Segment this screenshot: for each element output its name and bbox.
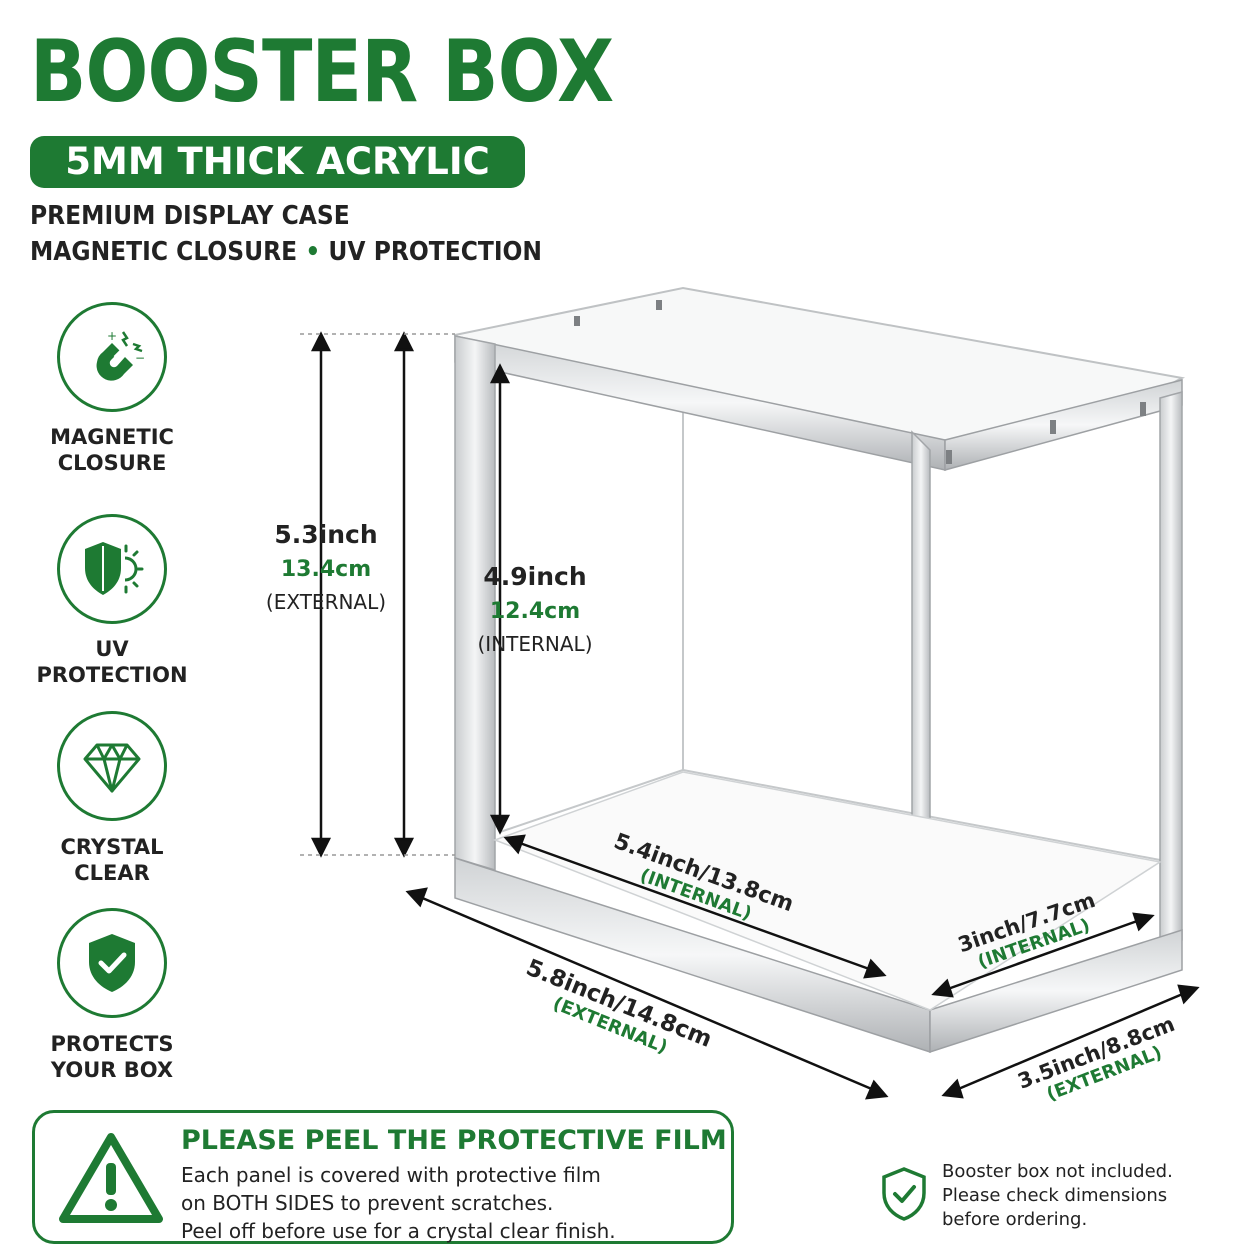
dim-height-int-cm: 12.4cm xyxy=(489,599,581,624)
feature-uv xyxy=(57,514,167,624)
svg-text:−: − xyxy=(135,351,145,365)
shield-check-icon xyxy=(882,1167,926,1221)
tagline-uv: UV PROTECTION xyxy=(328,237,543,267)
thickness-badge: 5MM THICK ACRYLIC xyxy=(30,136,525,188)
notice-body: Each panel is covered with protective fi… xyxy=(181,1163,616,1243)
tagline-premium: PREMIUM DISPLAY CASE xyxy=(30,201,350,231)
feature-crystal xyxy=(57,711,167,821)
feature-protects xyxy=(57,908,167,1018)
tagline-features: MAGNETIC CLOSURE • UV PROTECTION xyxy=(30,237,542,267)
dim-height-int-note: (INTERNAL) xyxy=(477,632,593,656)
dim-height-external: 5.3inch 13.4cm (EXTERNAL) xyxy=(236,520,416,614)
dim-height-ext-cm: 13.4cm xyxy=(280,557,372,582)
feature-magnetic: + − xyxy=(57,302,167,412)
diamond-icon xyxy=(57,711,167,821)
shield-check-icon xyxy=(57,908,167,1018)
feature-protects-label: PROTECTS YOUR BOX xyxy=(50,1032,174,1082)
feature-crystal-label: CRYSTAL CLEAR xyxy=(60,835,164,885)
tagline-magnetic: MAGNETIC CLOSURE xyxy=(30,237,298,267)
notice-title: PLEASE PEEL THE PROTECTIVE FILM xyxy=(181,1125,727,1156)
svg-text:+: + xyxy=(107,329,117,343)
dim-height-internal: 4.9inch 12.4cm (INTERNAL) xyxy=(445,562,625,656)
page-title: BOOSTER BOX xyxy=(30,22,614,122)
dim-height-ext-note: (EXTERNAL) xyxy=(265,590,387,614)
magnet-icon: + − xyxy=(57,302,167,412)
feature-uv-label: UV PROTECTION xyxy=(36,637,188,687)
dim-height-ext-inch: 5.3inch xyxy=(274,520,378,549)
dim-height-int-inch: 4.9inch xyxy=(483,562,587,591)
uv-shield-icon xyxy=(57,514,167,624)
tagline-separator: • xyxy=(305,237,321,267)
peel-film-notice: PLEASE PEEL THE PROTECTIVE FILM Each pan… xyxy=(32,1110,734,1244)
disclaimer-text: Booster box not included. Please check d… xyxy=(942,1161,1173,1230)
feature-magnetic-label: MAGNETIC CLOSURE xyxy=(50,425,174,475)
warning-icon xyxy=(59,1133,163,1223)
